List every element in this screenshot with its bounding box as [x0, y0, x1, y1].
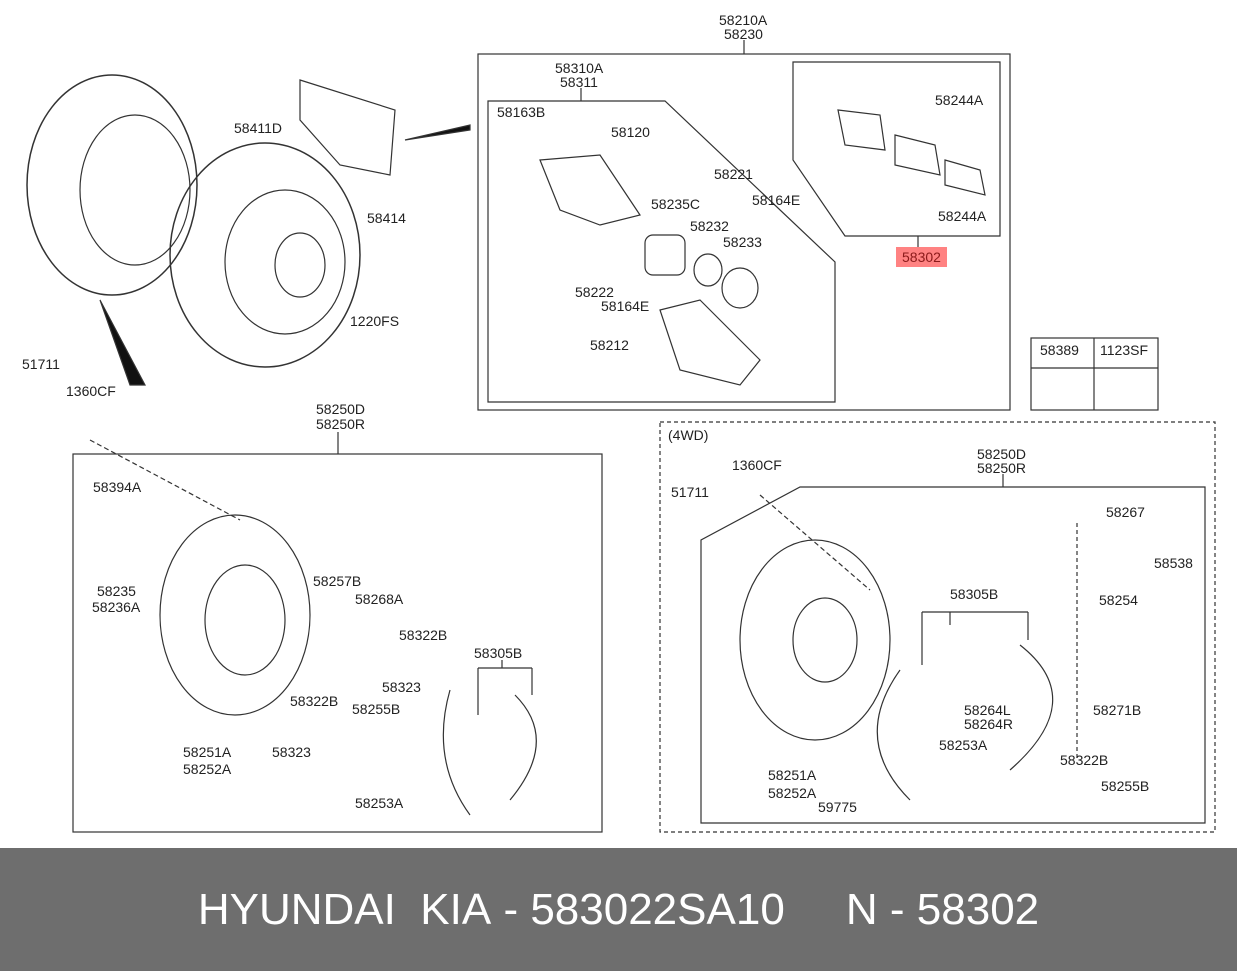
part-label: 58271B	[1093, 702, 1142, 718]
part-label: 1360CF	[732, 457, 782, 473]
part-label: 58236A	[92, 599, 141, 615]
part-label: 58164E	[601, 298, 650, 314]
parts-diagram	[26, 40, 1216, 833]
pad-kit-box	[792, 61, 1001, 237]
part-label: 58251A	[183, 744, 232, 760]
part-label: 1360CF	[66, 383, 116, 399]
part-label: 58322B	[290, 693, 339, 709]
part-label: 58250D	[316, 401, 366, 417]
part-label: 58255B	[352, 701, 401, 717]
rear-brake-box	[72, 453, 603, 833]
part-label: 58268A	[355, 591, 404, 607]
separator: -	[491, 884, 531, 934]
brake-disc-shape	[169, 142, 361, 368]
part-label: 59775	[818, 799, 857, 815]
part-label: 58210A	[719, 12, 768, 28]
backing-plate-shape	[26, 74, 198, 296]
part-label: 58323	[382, 679, 421, 695]
caliper-box	[487, 100, 836, 403]
part-label: 58311	[560, 74, 598, 90]
section-label: (4WD)	[668, 427, 709, 443]
part-label: 58323	[272, 744, 311, 760]
part-label: 58235	[97, 583, 136, 599]
part-label: 58254	[1099, 592, 1138, 608]
4wd-box	[659, 421, 1216, 833]
separator: N -	[784, 884, 917, 934]
footer-banner: HYUNDAI KIA - 583022SA10 N - 58302	[0, 848, 1237, 971]
part-label: 58257B	[313, 573, 362, 589]
caliper-shape	[299, 79, 396, 176]
part-label: 58221	[714, 166, 753, 182]
highlighted-part-label[interactable]: 58302	[896, 247, 947, 267]
part-label: 58244A	[938, 208, 987, 224]
part-label: 58264R	[964, 716, 1014, 732]
part-label: 58250D	[977, 446, 1027, 462]
part-label: 58322B	[399, 627, 448, 643]
part-label: 58394A	[93, 479, 142, 495]
part-label: 58244A	[935, 92, 984, 108]
part-label: 51711	[671, 484, 709, 500]
part-label: 58305B	[474, 645, 523, 661]
part-label: 58538	[1154, 555, 1193, 571]
part-label: 58414	[367, 210, 406, 226]
brand: HYUNDAI KIA	[197, 884, 492, 934]
part-label: 58120	[611, 124, 650, 140]
part-label: 1123SF	[1100, 342, 1148, 358]
part-label: 58233	[723, 234, 762, 250]
part-label: 58222	[575, 284, 614, 300]
part-label: 51711	[22, 356, 60, 372]
part-label: 58264L	[964, 702, 1011, 718]
part-label: 58255B	[1101, 778, 1150, 794]
part-label: 58253A	[939, 737, 988, 753]
4wd-inner-box	[700, 486, 1206, 824]
part-label: 58389	[1040, 342, 1079, 358]
part-label: 58230	[724, 26, 763, 42]
part-number: 583022SA10	[530, 884, 785, 934]
part-label: 58251A	[768, 767, 817, 783]
short-number: 58302	[916, 884, 1040, 934]
caliper-assembly-box	[477, 53, 1011, 411]
part-label: 58250R	[316, 416, 366, 432]
part-label: 58310A	[555, 60, 604, 76]
part-label: 58164E	[752, 192, 801, 208]
part-label: 58252A	[183, 761, 232, 777]
part-label: 58305B	[950, 586, 999, 602]
part-label: 58212	[590, 337, 629, 353]
part-label: 58250R	[977, 460, 1027, 476]
part-label: 58235C	[651, 196, 701, 212]
part-label: 58163B	[497, 104, 546, 120]
part-label: 58253A	[355, 795, 404, 811]
part-label: 1220FS	[350, 313, 400, 329]
part-label: 58267	[1106, 504, 1145, 520]
part-label: 58252A	[768, 785, 817, 801]
part-label: 58411D	[234, 120, 283, 136]
part-label: 58322B	[1060, 752, 1109, 768]
part-label: 58232	[690, 218, 729, 234]
